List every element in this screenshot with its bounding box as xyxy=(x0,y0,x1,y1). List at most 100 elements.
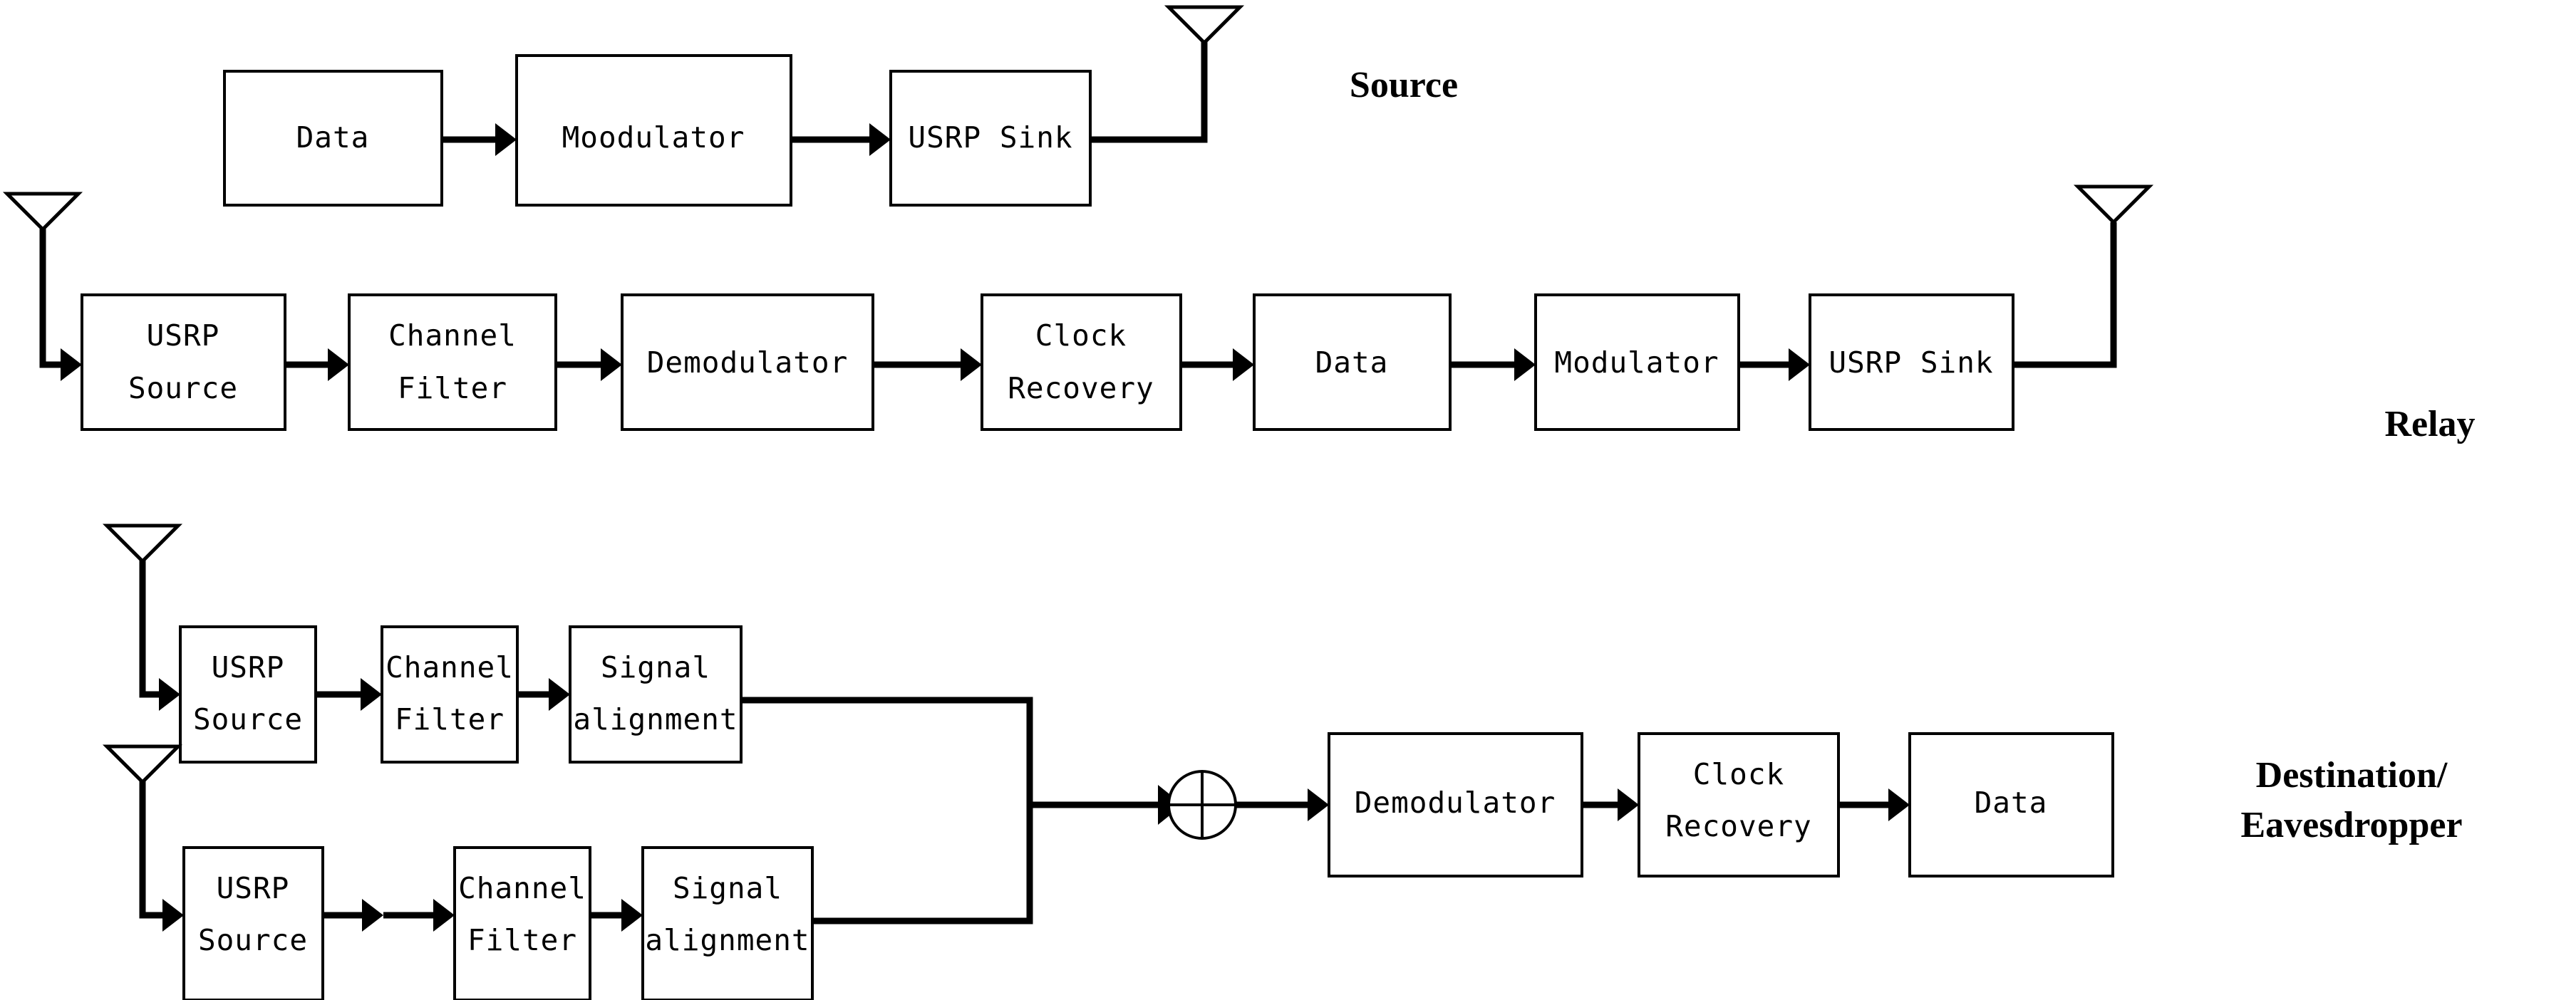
block-rect xyxy=(889,70,1092,207)
block-label-line1: Channel xyxy=(388,318,517,353)
block-rect xyxy=(621,293,874,431)
block-label-line2: Filter xyxy=(395,702,505,736)
block-rect xyxy=(1534,293,1740,431)
block-rly-demodulator[interactable]: Demodulator xyxy=(621,293,874,431)
block-label-line2: Recovery xyxy=(1008,371,1154,405)
arrow-dst-demod-to-clockrec xyxy=(1582,788,1639,821)
arrow-head-dst-rx-2 xyxy=(162,899,184,932)
block-rect xyxy=(1638,732,1840,877)
rly-tx-antenna-icon xyxy=(2073,184,2154,225)
arrow-summing-to-demod xyxy=(1236,788,1329,821)
block-label-line2: Source xyxy=(193,702,303,736)
block-src-usrp-sink[interactable]: USRP Sink xyxy=(889,70,1092,207)
block-rect xyxy=(179,625,317,764)
arrow-src-modulator-to-usrp-sink xyxy=(791,123,891,156)
block-label: Moodulator xyxy=(562,120,745,155)
block-dst-channel-filter-2[interactable]: Channel Filter xyxy=(453,846,591,1000)
block-label: Data xyxy=(1315,345,1389,380)
block-rect xyxy=(515,54,792,207)
role-label-destination-line1: Destination/ xyxy=(2256,755,2448,796)
arrow-dst-clockrec-to-data xyxy=(1838,788,1910,821)
block-label-line2: Source xyxy=(128,371,238,405)
block-rly-clock-recovery[interactable]: Clock Recovery xyxy=(981,293,1182,431)
block-label-line1: USRP xyxy=(212,650,285,684)
block-rect xyxy=(981,293,1182,431)
arrow-head-dst-rx-1 xyxy=(159,678,180,711)
arrow-rly-clockrec-to-data xyxy=(1181,348,1254,381)
block-dst-data[interactable]: Data xyxy=(1908,732,2114,877)
arrow-dst2-filter-to-align xyxy=(590,899,643,932)
block-rly-data[interactable]: Data xyxy=(1253,293,1452,431)
block-label: Data xyxy=(1975,786,2048,820)
block-src-moodulator[interactable]: Moodulator xyxy=(515,54,792,207)
block-label: Demodulator xyxy=(647,345,849,380)
block-label-line1: Channel xyxy=(458,871,586,905)
block-rect xyxy=(1328,732,1583,877)
block-rly-channel-filter[interactable]: Channel Filter xyxy=(348,293,557,431)
block-rect xyxy=(641,846,814,1000)
block-rect xyxy=(81,293,286,431)
block-label-line1: Channel xyxy=(386,650,514,684)
arrow-rly-data-to-modulator xyxy=(1450,348,1536,381)
block-label-line2: alignment xyxy=(645,923,809,957)
src-tx-antenna-icon xyxy=(1164,5,1245,46)
block-label-line1: USRP xyxy=(147,318,220,353)
block-label-line2: Source xyxy=(198,923,308,957)
wire-rly-sink-to-antenna xyxy=(2013,222,2117,368)
block-rect xyxy=(182,846,324,1000)
block-rect xyxy=(1809,293,2014,431)
block-label-line2: Filter xyxy=(467,923,577,957)
block-rect xyxy=(381,625,519,764)
block-src-data[interactable]: Data xyxy=(223,70,443,207)
wire-src-sink-to-antenna xyxy=(1090,41,1208,143)
block-rly-modulator[interactable]: Modulator xyxy=(1534,293,1740,431)
arrow-rly-filter-to-demod xyxy=(556,348,622,381)
role-label-relay: Relay xyxy=(2384,404,2475,444)
block-dst-clock-recovery[interactable]: Clock Recovery xyxy=(1638,732,1840,877)
block-label-line2: alignment xyxy=(573,702,738,736)
block-label: Data xyxy=(296,120,370,155)
block-rly-usrp-source[interactable]: USRP Source xyxy=(81,293,286,431)
arrow-rly-demod-to-clockrec xyxy=(873,348,982,381)
rly-rx-antenna-icon xyxy=(2,192,83,232)
role-label-destination-line2: Eavesdropper xyxy=(2240,805,2462,845)
block-rect xyxy=(1908,732,2114,877)
wire-dst-align1-to-bus xyxy=(741,697,1033,805)
wire-dst-antenna2-to-usrp-source xyxy=(139,781,162,919)
block-rly-usrp-sink[interactable]: USRP Sink xyxy=(1809,293,2014,431)
block-label-line1: Signal xyxy=(673,871,782,905)
block-dst-channel-filter-1[interactable]: Channel Filter xyxy=(381,625,519,764)
block-rect xyxy=(223,70,443,207)
block-label-line1: Signal xyxy=(601,650,710,684)
block-dst-signal-alignment-1[interactable]: Signal alignment xyxy=(569,625,743,764)
block-label-line2: Recovery xyxy=(1665,809,1811,843)
arrow-rly-modulator-to-sink xyxy=(1739,348,1810,381)
arrow-head-rly-rx xyxy=(61,348,82,381)
wire-rly-antenna-to-usrp-source xyxy=(39,228,61,368)
dst-summing-junction[interactable] xyxy=(1167,770,1237,840)
block-dst-usrp-source-1[interactable]: USRP Source xyxy=(179,625,317,764)
dst-rx-antenna-2-icon xyxy=(102,744,183,785)
arrow-rly-usrp-source-to-filter xyxy=(285,348,349,381)
block-dst-demodulator[interactable]: Demodulator xyxy=(1328,732,1583,877)
block-label: Modulator xyxy=(1554,345,1719,380)
block-label: Demodulator xyxy=(1355,786,1556,820)
arrow-src-data-to-modulator xyxy=(442,123,517,156)
role-label-source: Source xyxy=(1350,65,1458,105)
block-rect xyxy=(453,846,591,1000)
block-dst-usrp-source-2[interactable]: USRP Source xyxy=(182,846,324,1000)
block-label: USRP Sink xyxy=(1828,345,1993,380)
arrow-head-dst2-filter xyxy=(433,899,455,932)
block-rect xyxy=(1253,293,1452,431)
wire-dst-align2-to-bus xyxy=(812,805,1033,925)
block-dst-signal-alignment-2[interactable]: Signal alignment xyxy=(641,846,814,1000)
block-rect xyxy=(348,293,557,431)
block-label-line1: USRP xyxy=(217,871,290,905)
arrow-dst1-source-to-filter xyxy=(316,678,382,711)
block-label-line1: Clock xyxy=(1693,757,1784,791)
block-label: USRP Sink xyxy=(908,120,1072,155)
arrow-dst1-filter-to-align xyxy=(517,678,570,711)
dst-rx-antenna-1-icon xyxy=(102,524,183,564)
